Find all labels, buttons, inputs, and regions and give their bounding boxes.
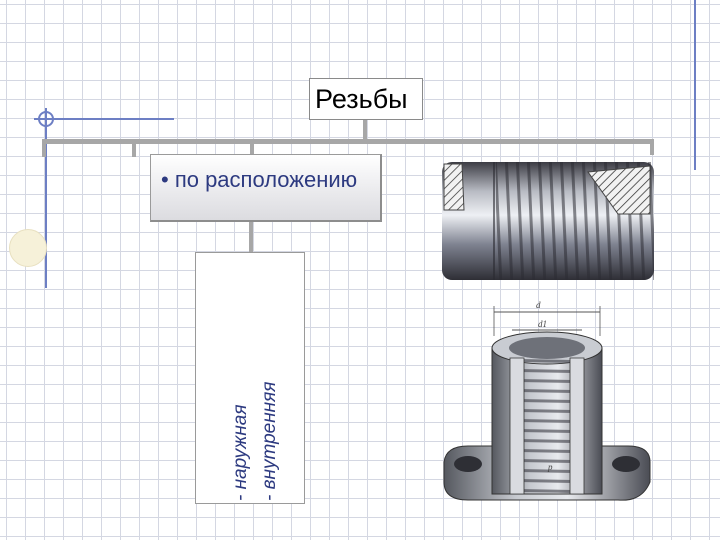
title-connector [363, 120, 367, 140]
right-margin-line [694, 0, 696, 170]
node-connector [249, 222, 253, 253]
connector-drop-4 [650, 139, 654, 155]
left-header-line [34, 118, 174, 120]
internal-thread-illustration: d d1 p [443, 300, 651, 501]
horizontal-connector [42, 139, 654, 144]
connector-drop-2 [132, 139, 136, 157]
connector-drop-3 [250, 139, 254, 155]
connector-drop-1 [42, 139, 46, 157]
type-external: - наружная [230, 404, 251, 501]
crosshair-circle-icon [38, 111, 54, 127]
decorative-circle [9, 229, 47, 267]
dim-label-d1: d1 [538, 319, 547, 329]
thread-types-box: - наружная - внутренняя [195, 252, 305, 504]
external-thread-illustration [442, 162, 654, 280]
diagram-title: Резьбы [309, 78, 423, 120]
category-node: • по расположению [150, 154, 382, 222]
dim-label-p: p [547, 462, 553, 472]
dim-label-d: d [536, 300, 541, 310]
left-margin-line [45, 108, 47, 288]
type-internal: - внутренняя [259, 381, 280, 501]
